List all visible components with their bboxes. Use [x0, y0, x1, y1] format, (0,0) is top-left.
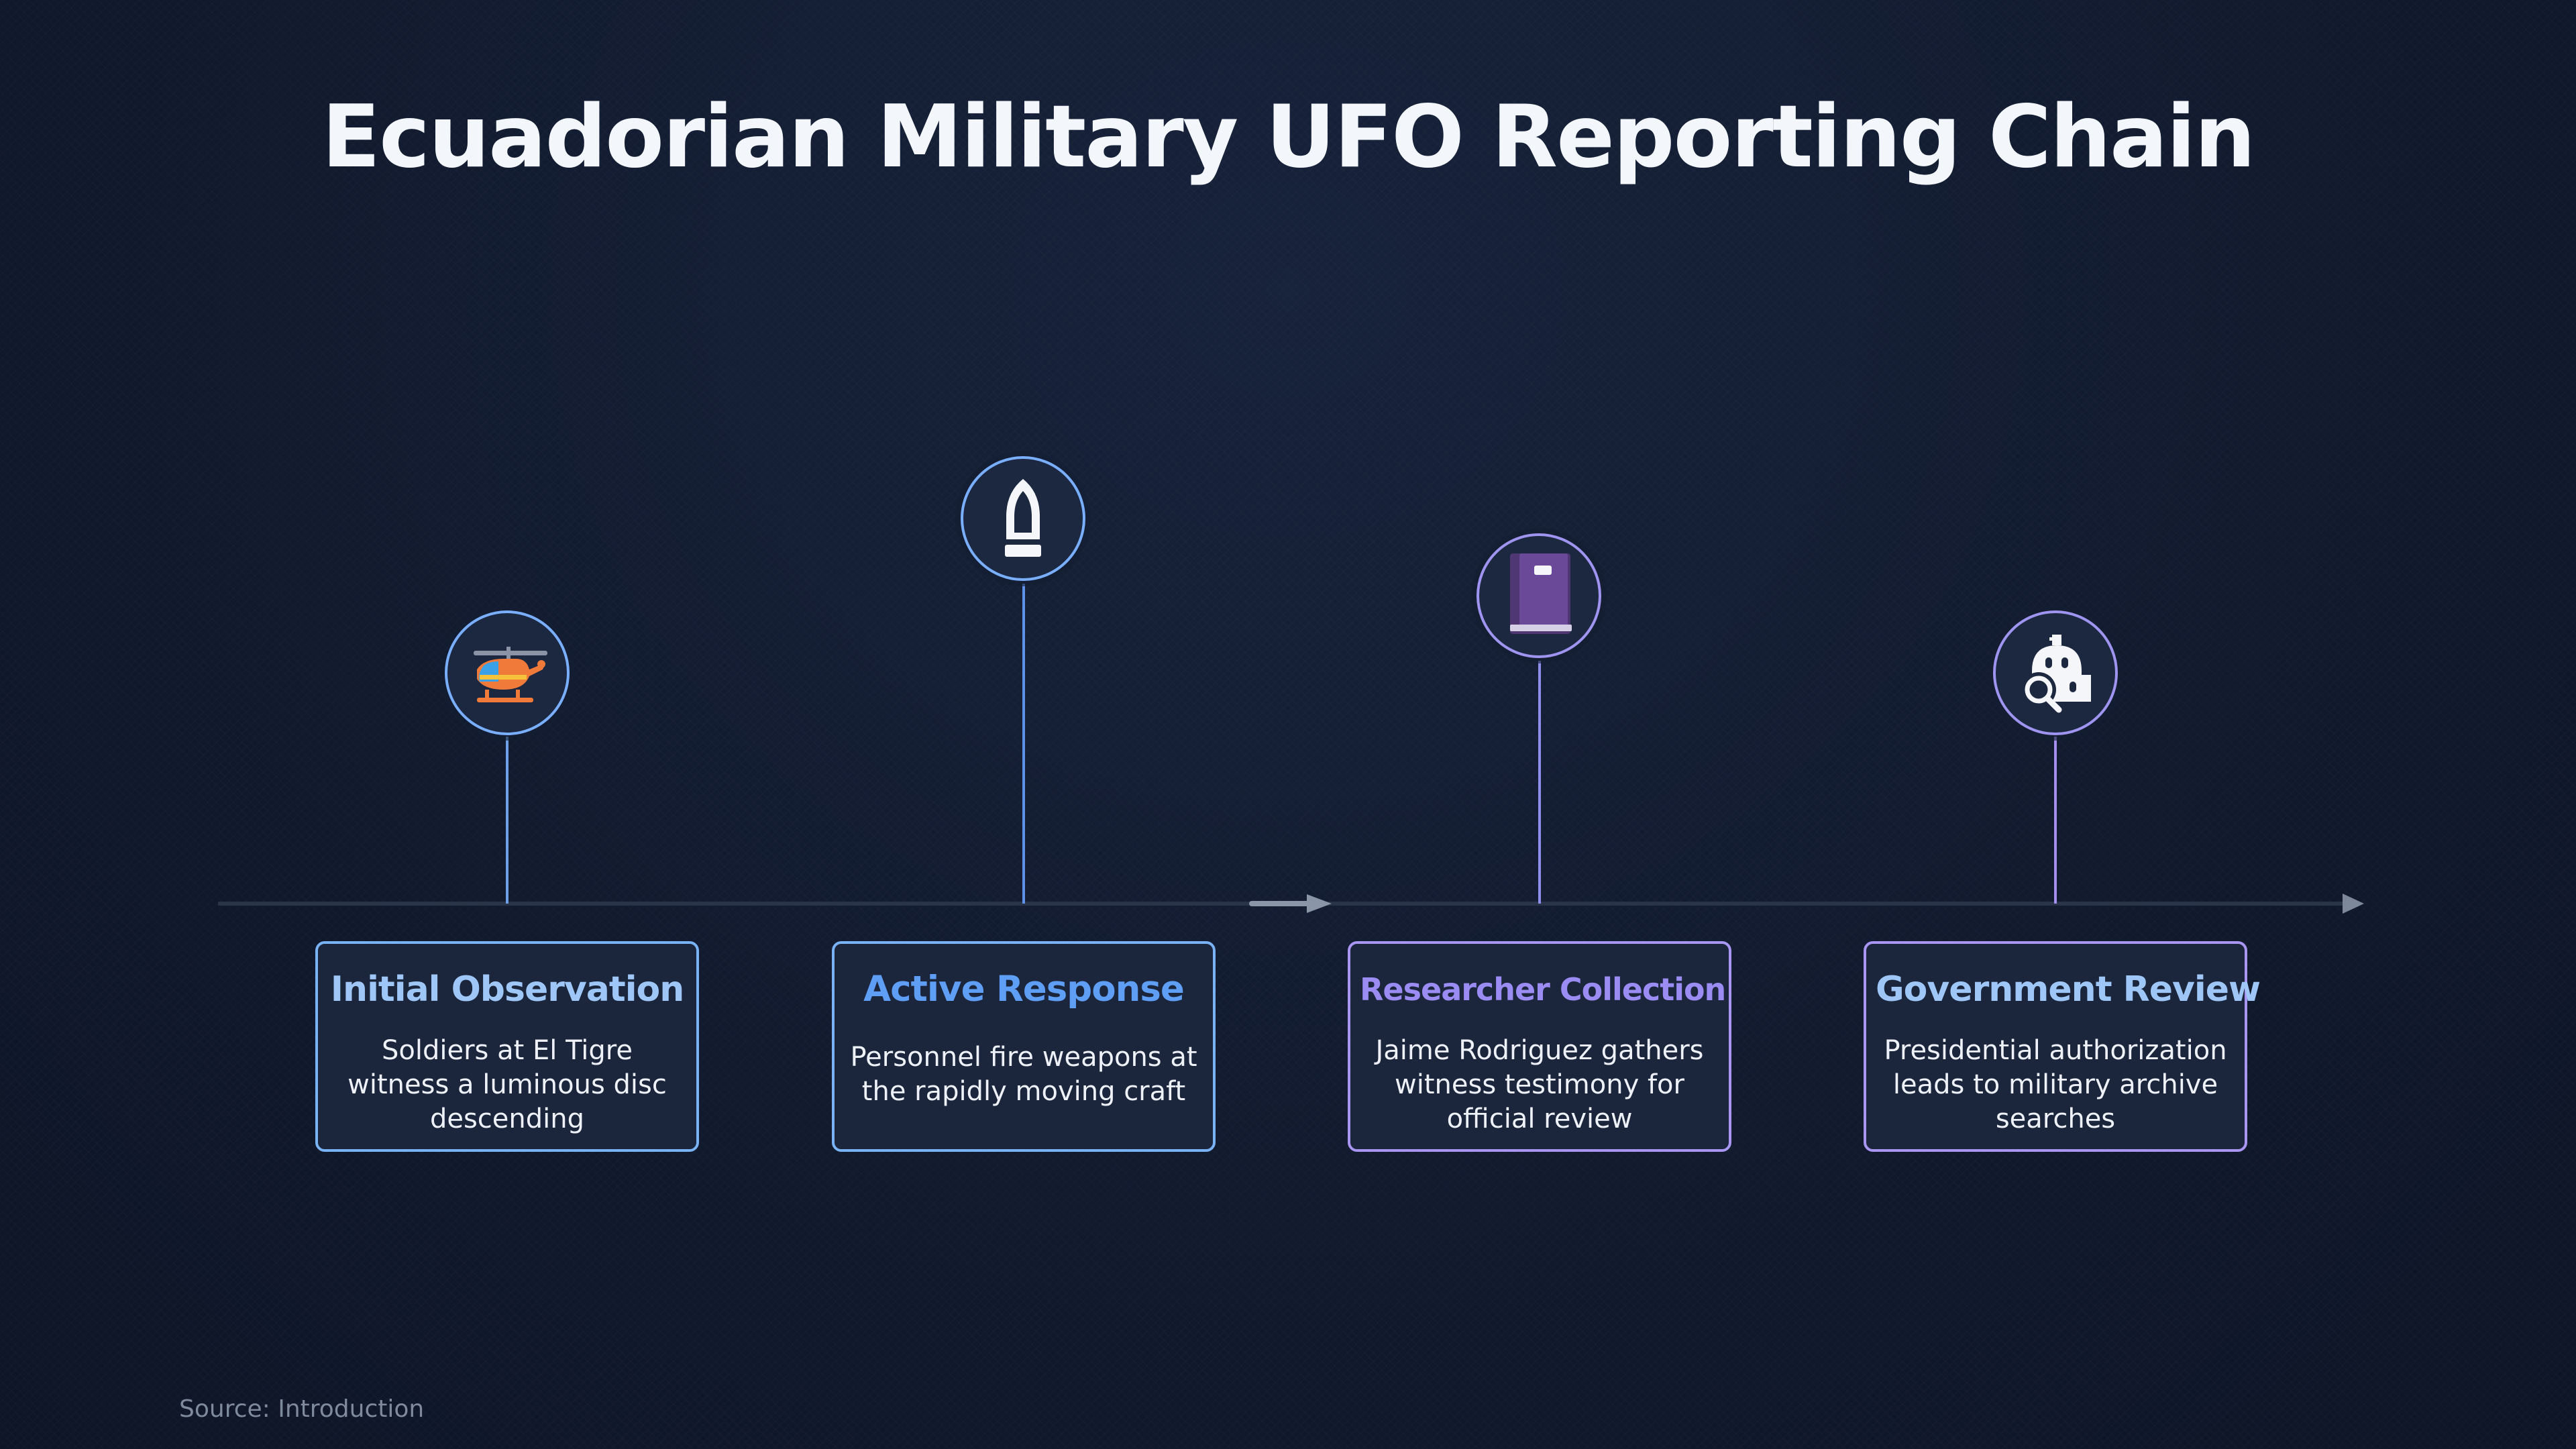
step-1-description: Soldiers at El Tigre witness a luminous … — [347, 1035, 667, 1134]
step-4-description: Presidential authorization leads to mili… — [1884, 1035, 2227, 1134]
bullet-icon — [1005, 479, 1041, 557]
step-card-initial-observation: Initial Observation Soldiers at El Tigre… — [315, 941, 699, 1152]
step-3-title: Researcher Collection — [1360, 971, 1726, 1008]
source-note: Source: Introduction — [179, 1395, 425, 1423]
step-1-icon-circle — [445, 610, 570, 735]
timeline-mid-arrowhead — [1307, 894, 1332, 913]
book-icon — [1510, 553, 1572, 634]
step-4-title: Government Review — [1876, 969, 2261, 1010]
step-2-icon-circle — [961, 456, 1085, 581]
timeline-end-arrowhead — [2343, 894, 2364, 914]
step-1-title: Initial Observation — [330, 969, 685, 1010]
step-card-researcher-collection: Researcher Collection Jaime Rodriguez ga… — [1348, 941, 1731, 1152]
archive-search-icon — [2021, 635, 2091, 713]
step-3-icon-circle — [1477, 533, 1601, 658]
step-3-description: Jaime Rodriguez gathers witness testimon… — [1375, 1035, 1704, 1134]
step-card-government-review: Government Review Presidential authoriza… — [1864, 941, 2261, 1152]
step-card-active-response: Active Response Personnel fire weapons a… — [832, 941, 1216, 1152]
helicopter-icon — [474, 647, 547, 702]
step-2-title: Active Response — [863, 969, 1185, 1010]
step-2-description: Personnel fire weapons at the rapidly mo… — [850, 1042, 1197, 1107]
step-4-icon-circle — [1993, 610, 2118, 735]
page-title: Ecuadorian Military UFO Reporting Chain — [321, 87, 2256, 187]
